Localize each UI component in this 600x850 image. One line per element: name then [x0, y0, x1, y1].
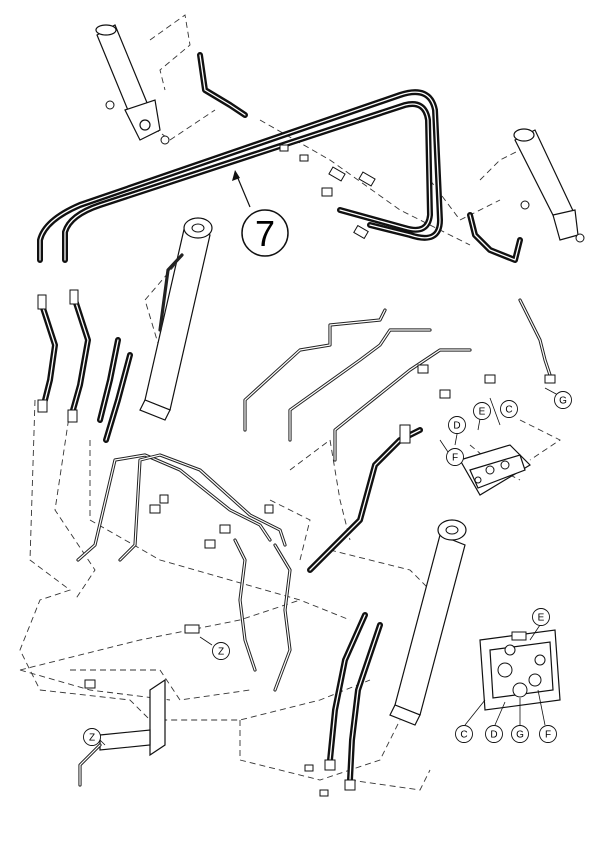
port-label-D-upper: D: [448, 416, 466, 434]
port-label-group-lower: E C D G F: [455, 608, 557, 743]
hose-7-loop: [37, 89, 443, 263]
svg-text:C: C: [505, 405, 512, 416]
callout-7-circle: [241, 209, 289, 257]
port-label-G-lower: G: [511, 725, 529, 743]
upper-hoses: [197, 52, 523, 263]
steel-tubes-upper: [243, 298, 556, 462]
lower-frame-mount: [78, 624, 200, 787]
svg-text:D: D: [490, 730, 497, 741]
svg-text:E: E: [538, 613, 545, 624]
callout-7-arrowhead: [232, 170, 240, 181]
callout-7: 7: [232, 170, 289, 257]
callout-7-label: 7: [255, 213, 275, 254]
lower-left-tubes: [76, 453, 292, 692]
left-main-cylinder: [139, 217, 213, 421]
svg-text:G: G: [516, 730, 524, 741]
long-hose-center: [307, 424, 423, 573]
left-vertical-hoses: [37, 289, 133, 443]
port-label-Z-upper: Z: [212, 642, 230, 660]
svg-text:E: E: [479, 407, 486, 418]
svg-text:Z: Z: [89, 733, 95, 744]
port-label-F-upper: F: [446, 448, 464, 466]
port-label-C-upper: C: [500, 400, 518, 418]
port-label-Z-lower: Z: [83, 728, 101, 746]
port-label-C-lower: C: [455, 725, 473, 743]
upper-right-cylinder: [513, 128, 585, 243]
port-label-G-upper: G: [554, 391, 572, 409]
port-label-E-upper: E: [473, 402, 491, 420]
port-label-D-lower: D: [485, 725, 503, 743]
lower-right-cylinder: [389, 519, 467, 726]
svg-text:Z: Z: [218, 647, 224, 658]
control-valve-upper: [459, 444, 531, 496]
svg-text:C: C: [460, 730, 467, 741]
svg-text:G: G: [559, 396, 567, 407]
port-label-F-lower: F: [539, 725, 557, 743]
callout-7-leader: [236, 175, 251, 208]
control-valve-detail: [464, 624, 561, 726]
port-label-E-lower: E: [532, 608, 550, 626]
svg-text:F: F: [452, 453, 458, 464]
svg-text:D: D: [453, 421, 460, 432]
central-fittings: [279, 144, 376, 240]
upper-left-cylinder: [95, 24, 170, 145]
port-label-group-upper: D E C G F: [446, 391, 572, 466]
lower-vertical-hoses: [304, 612, 383, 797]
svg-text:F: F: [545, 730, 551, 741]
